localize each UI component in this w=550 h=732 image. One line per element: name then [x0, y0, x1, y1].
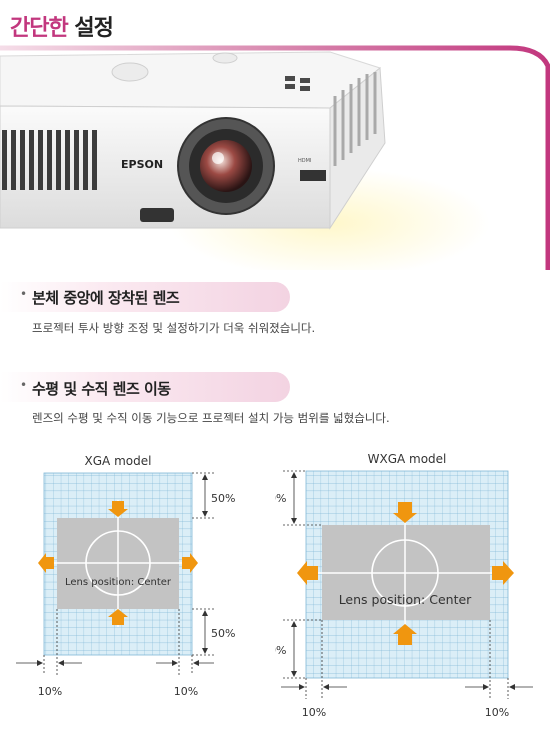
vertical-shift-top-label: 60%	[275, 492, 286, 505]
model-title: WXGA model	[368, 452, 447, 466]
page-title: 간단한 설정	[10, 10, 114, 42]
shift-right-arrow-icon	[182, 553, 198, 573]
xga-lens-shift-diagram: XGA model Lens position: Center 50% 50%	[16, 454, 235, 698]
horizontal-shift-left-label: 10%	[38, 685, 62, 698]
shift-up-arrow-icon	[393, 502, 417, 523]
wxga-lens-shift-diagram: WXGA model Lens position: Center 60% 60%	[275, 452, 533, 719]
horizontal-shift-left-label: 10%	[302, 706, 326, 719]
shift-down-arrow-icon	[108, 609, 128, 625]
bullet-icon: •	[20, 378, 28, 392]
title-rest: 설정	[74, 16, 113, 41]
section-heading: 수평 및 수직 렌즈 이동	[32, 380, 171, 398]
section-description: 프로젝터 투사 방향 조정 및 설정하기가 더욱 쉬워졌습니다.	[32, 321, 316, 335]
horizontal-shift-right-label: 10%	[174, 685, 198, 698]
lens-position-label: Lens position: Center	[65, 577, 172, 588]
title-accent: 간단한	[10, 16, 69, 41]
vertical-shift-bottom-label: 60%	[275, 644, 286, 657]
shift-down-arrow-icon	[393, 624, 417, 645]
hdmi-label: HDMI	[298, 158, 311, 164]
vertical-shift-top-label: 50%	[211, 492, 235, 505]
section-heading-bar	[0, 282, 290, 312]
vertical-shift-bottom-label: 50%	[211, 627, 235, 640]
section-description: 렌즈의 수평 및 수직 이동 기능으로 프로젝터 설치 가능 범위를 넓혔습니다…	[32, 411, 390, 425]
section-heading: 본체 중앙에 장착된 렌즈	[32, 289, 180, 307]
shift-left-arrow-icon	[38, 553, 54, 573]
brand-logo: EPSON	[121, 158, 163, 171]
shift-left-arrow-icon	[297, 561, 318, 585]
horizontal-shift-right-label: 10%	[485, 706, 509, 719]
model-title: XGA model	[85, 454, 152, 468]
shift-up-arrow-icon	[108, 501, 128, 517]
shift-right-arrow-icon	[492, 561, 514, 585]
projector-hero-image: EPSON HDMI	[0, 45, 550, 270]
lens-position-label: Lens position: Center	[339, 592, 472, 607]
section-heading-bar	[0, 372, 290, 402]
bullet-icon: •	[20, 287, 28, 301]
